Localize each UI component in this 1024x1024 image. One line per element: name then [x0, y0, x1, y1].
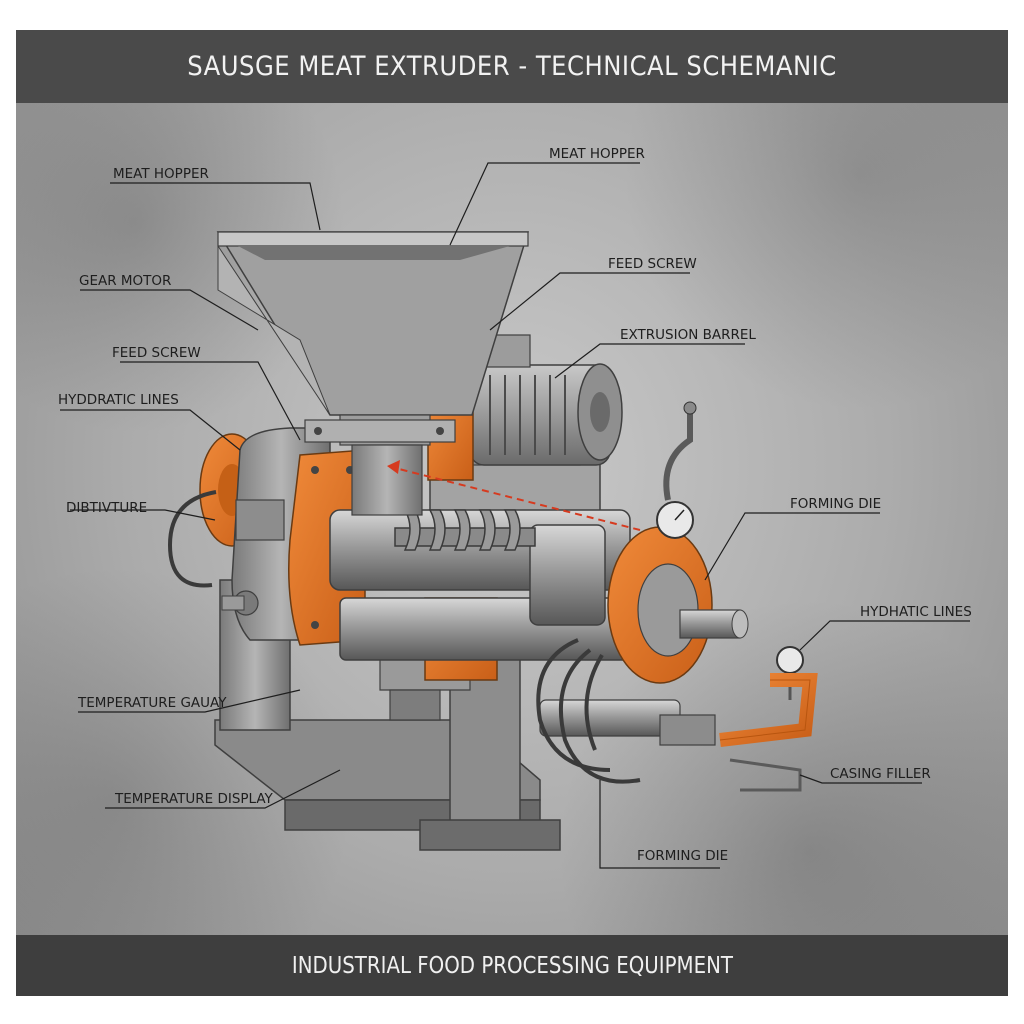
label-gear-motor: GEAR MOTOR — [79, 273, 171, 289]
label-meat-hopper-left: MEAT HOPPER — [113, 166, 209, 182]
forming-die — [607, 526, 749, 684]
label-feed-screw-right: FEED SCREW — [608, 256, 697, 272]
feed-screw — [394, 509, 536, 551]
diagram-labels: MEAT HOPPER MEAT HOPPER GEAR MOTOR FEED … — [58, 146, 972, 864]
extruder-diagram: MEAT HOPPER MEAT HOPPER GEAR MOTOR FEED … — [58, 146, 972, 869]
label-distributor: DIBTIVTURE — [66, 500, 147, 516]
meat-hopper — [216, 231, 530, 516]
title-bar: SAUSGE MEAT EXTRUDER - TECHNICAL SCHEMAN… — [16, 30, 1008, 103]
label-forming-die-bottom: FORMING DIE — [637, 848, 728, 864]
label-temperature-display: TEMPERATURE DISPLAY — [114, 791, 274, 807]
footer-caption: INDUSTRIAL FOOD PROCESSING EQUIPMENT — [291, 952, 733, 979]
gear-motor — [469, 334, 623, 466]
label-casing-filler: CASING FILLER — [830, 766, 931, 782]
label-extrusion-barrel: EXTRUSION BARREL — [620, 327, 756, 343]
label-hydraulic-lines-right: HYDHATIC LINES — [860, 604, 972, 620]
label-forming-die-right: FORMING DIE — [790, 496, 881, 512]
label-meat-hopper-right: MEAT HOPPER — [549, 146, 645, 162]
schematic-frame: SAUSGE MEAT EXTRUDER - TECHNICAL SCHEMAN… — [16, 30, 1008, 996]
hydraulic-hoses — [167, 490, 641, 784]
leader-lines — [60, 162, 970, 869]
pressure-gauge — [656, 401, 804, 700]
flow-arrow — [387, 460, 641, 531]
label-feed-screw-left: FEED SCREW — [112, 345, 201, 361]
casing-filler-bracket — [719, 673, 818, 792]
label-temperature-gauge: TEMPERATURE GAUAY — [77, 695, 227, 711]
label-hydraulic-lines-left: HYDDRATIC LINES — [58, 392, 179, 408]
footer-bar: INDUSTRIAL FOOD PROCESSING EQUIPMENT — [16, 935, 1008, 996]
page-title: SAUSGE MEAT EXTRUDER - TECHNICAL SCHEMAN… — [187, 51, 837, 82]
